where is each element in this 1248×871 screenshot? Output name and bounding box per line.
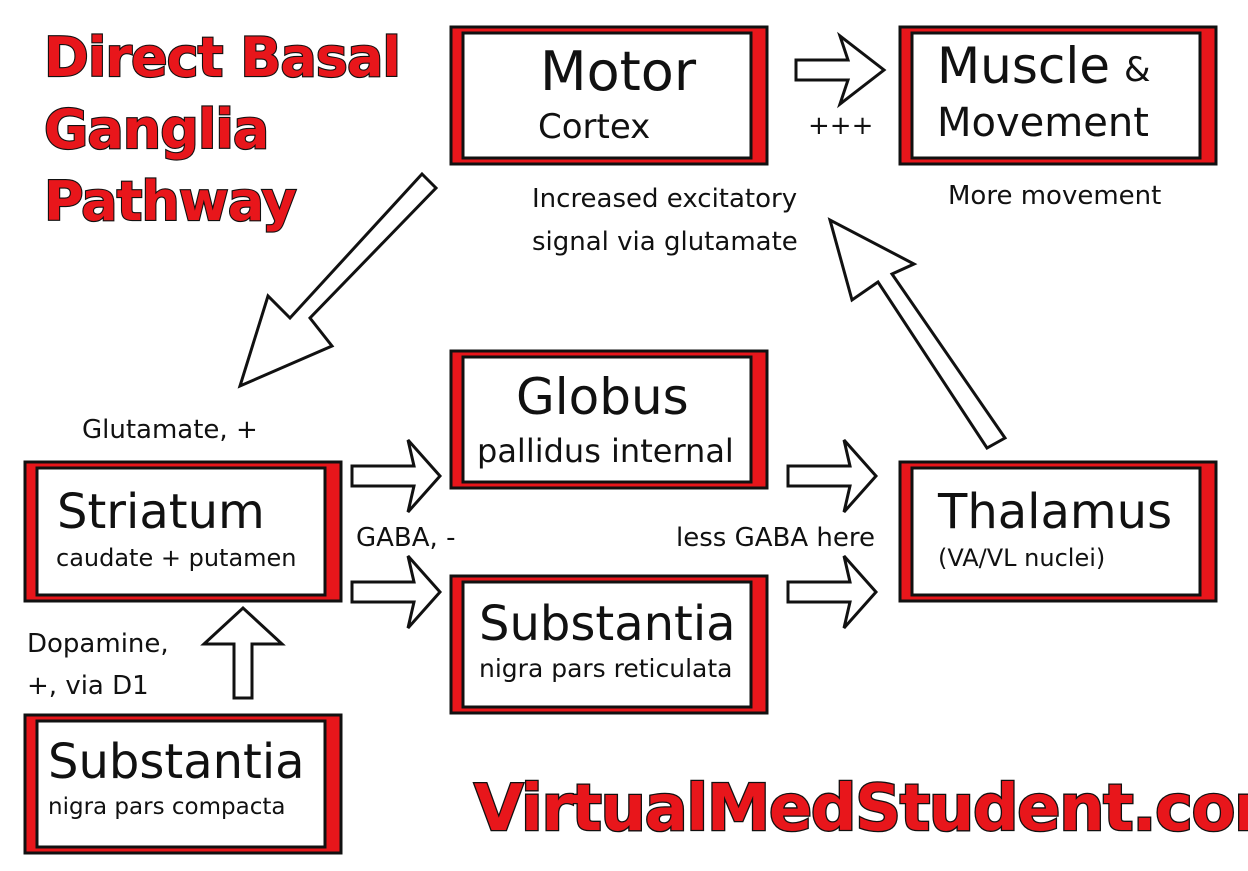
- label-dopamine-line-2: +, via D1: [27, 671, 149, 701]
- arrow-reticulata-to-thalamus: [786, 555, 879, 629]
- label-excitatory-line-2: signal via glutamate: [532, 227, 798, 257]
- box-thalamus: Thalamus (VA/VL nuclei): [898, 460, 1218, 603]
- muscle-title: Muscle: [937, 37, 1110, 95]
- motor-cortex-title: Motor: [540, 40, 697, 103]
- brand-watermark: VirtualMedStudent.com: [474, 772, 1248, 846]
- striatum-title: Striatum: [57, 484, 265, 540]
- arrow-compacta-to-striatum: [200, 605, 286, 700]
- arrow-globus-to-thalamus: [786, 439, 879, 513]
- diagram-title: Direct Basal Ganglia Pathway: [43, 25, 402, 234]
- motor-cortex-subtitle: Cortex: [538, 107, 650, 147]
- box-muscle-movement: Muscle & Movement: [898, 25, 1218, 166]
- thalamus-title: Thalamus: [937, 484, 1172, 540]
- label-dopamine-line-1: Dopamine,: [27, 629, 169, 659]
- thalamus-subtitle: (VA/VL nuclei): [938, 544, 1105, 572]
- label-plus-plus-plus: +++: [808, 111, 873, 141]
- box-striatum: Striatum caudate + putamen: [23, 460, 343, 603]
- globus-title: Globus: [516, 368, 689, 426]
- title-line-2: Ganglia: [44, 98, 268, 161]
- label-gaba: GABA, -: [356, 523, 455, 553]
- label-excitatory-line-1: Increased excitatory: [532, 184, 797, 214]
- reticulata-title: Substantia: [479, 596, 736, 652]
- box-globus-pallidus: Globus pallidus internal: [449, 349, 769, 490]
- globus-subtitle: pallidus internal: [477, 432, 734, 470]
- striatum-subtitle: caudate + putamen: [56, 544, 297, 572]
- reticulata-subtitle: nigra pars reticulata: [479, 654, 732, 683]
- arrow-striatum-to-globus: [350, 439, 443, 513]
- title-line-3: Pathway: [44, 170, 296, 233]
- label-more-movement: More movement: [948, 181, 1161, 211]
- label-less-gaba: less GABA here: [676, 523, 875, 553]
- box-motor-cortex: Motor Cortex: [449, 25, 769, 166]
- arrow-thalamus-to-cortex: [827, 217, 1008, 450]
- box-substantia-compacta: Substantia nigra pars compacta: [23, 713, 343, 855]
- arrow-striatum-to-reticulata: [350, 555, 443, 629]
- box-substantia-reticulata: Substantia nigra pars reticulata: [449, 574, 769, 715]
- compacta-title: Substantia: [48, 734, 305, 790]
- arrow-cortex-to-muscle: [794, 31, 887, 109]
- muscle-ampersand: &: [1124, 50, 1151, 90]
- arrow-cortex-to-striatum: [237, 171, 439, 389]
- label-glutamate: Glutamate, +: [82, 415, 258, 445]
- title-line-1: Direct Basal: [44, 26, 400, 89]
- movement-subtitle: Movement: [937, 100, 1149, 146]
- compacta-subtitle: nigra pars compacta: [48, 794, 285, 820]
